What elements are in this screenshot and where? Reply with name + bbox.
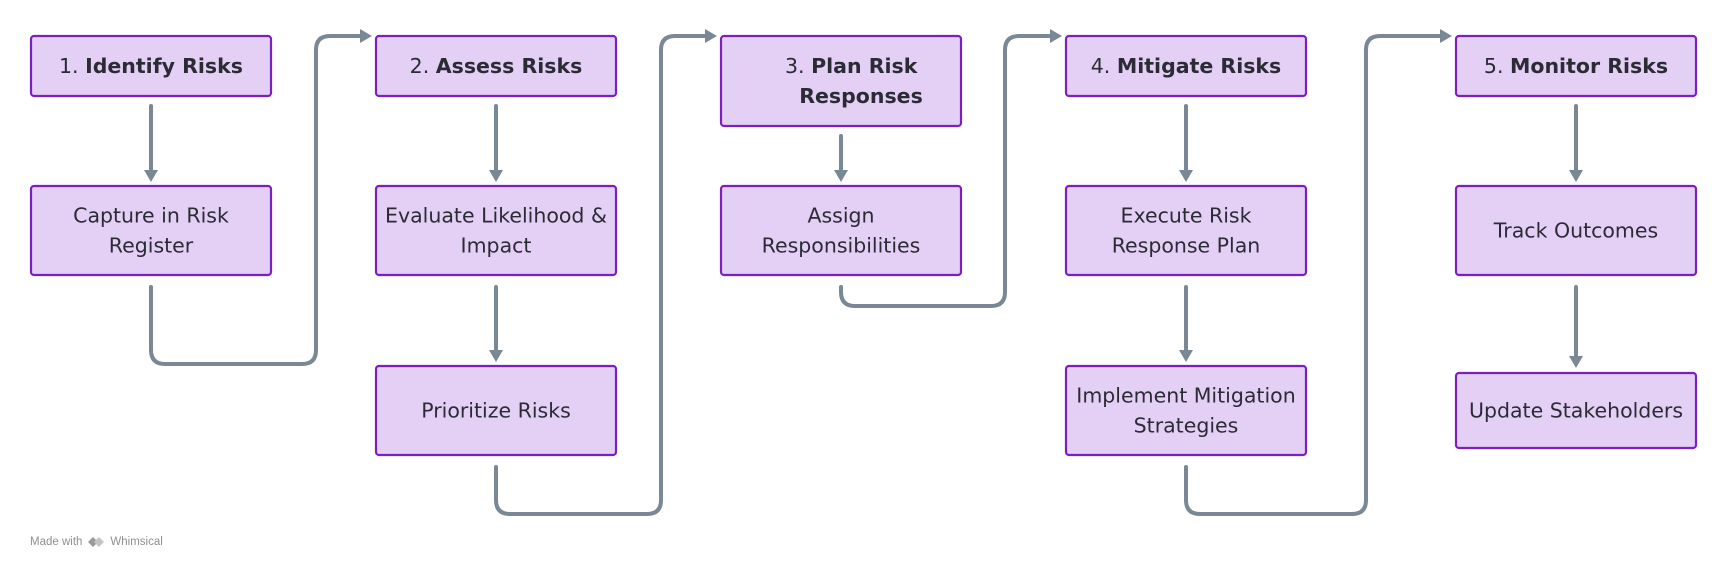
step-label: Plan Risk	[811, 54, 919, 78]
connector-mitigate-to-execute	[1179, 104, 1193, 182]
node-update[interactable]: Update Stakeholders	[1454, 371, 1698, 450]
arrowhead-icon	[834, 170, 848, 182]
made-with-label: Made with	[30, 536, 83, 548]
connector-capture-to-assess	[149, 29, 372, 366]
step-number: 5.	[1484, 54, 1510, 78]
node-label: Update Stakeholders	[1469, 399, 1683, 423]
connector-implement-to-monitor	[1184, 29, 1452, 516]
connector-monitor-to-track	[1569, 104, 1583, 182]
connector-execute-to-implement	[1179, 285, 1193, 362]
connector-evaluate-to-prioritize	[489, 285, 503, 362]
step-label: Mitigate Risks	[1117, 54, 1281, 78]
step-label: Monitor Risks	[1510, 54, 1668, 78]
node-mitigate[interactable]: 4. Mitigate Risks	[1064, 34, 1308, 98]
step-label: Identify Risks	[85, 54, 243, 78]
arrowhead-icon	[144, 170, 158, 182]
step-number: 1.	[59, 54, 85, 78]
arrowhead-icon	[1050, 29, 1062, 43]
node-title: 4. Mitigate Risks	[1091, 54, 1282, 78]
footer: Made with Whimsical	[30, 535, 163, 549]
arrowhead-icon	[360, 29, 372, 43]
connector-prioritize-to-plan	[494, 29, 717, 516]
arrowhead-icon	[489, 170, 503, 182]
arrowhead-icon	[1179, 350, 1193, 362]
node-label: Prioritize Risks	[421, 399, 571, 423]
node-track[interactable]: Track Outcomes	[1454, 184, 1698, 277]
node-title: 5. Monitor Risks	[1484, 54, 1668, 78]
arrowhead-icon	[1569, 356, 1583, 368]
node-evaluate[interactable]: Evaluate Likelihood &Impact	[374, 184, 618, 277]
node-title: 2. Assess Risks	[410, 54, 583, 78]
node-monitor[interactable]: 5. Monitor Risks	[1454, 34, 1698, 98]
connector-assess-to-evaluate	[489, 104, 503, 182]
step-number: 3.	[785, 54, 811, 78]
step-label: Assess Risks	[436, 54, 583, 78]
step-number: 4.	[1091, 54, 1117, 78]
node-title: 1. Identify Risks	[59, 54, 243, 78]
node-prioritize[interactable]: Prioritize Risks	[374, 364, 618, 457]
connectors	[144, 29, 1583, 516]
node-assess[interactable]: 2. Assess Risks	[374, 34, 618, 98]
connector-assign-to-mitigate	[839, 29, 1062, 308]
arrowhead-icon	[705, 29, 717, 43]
whimsical-brand-label: Whimsical	[110, 536, 163, 548]
connector-track-to-update	[1569, 285, 1583, 368]
whimsical-logo-icon	[88, 537, 105, 547]
arrowhead-icon	[489, 350, 503, 362]
node-label: Evaluate Likelihood &Impact	[385, 204, 607, 258]
arrowhead-icon	[1440, 29, 1452, 43]
step-number: 2.	[410, 54, 436, 78]
step-label-cont: Responses	[799, 84, 923, 108]
connector-identify-to-capture	[144, 104, 158, 182]
arrowhead-icon	[1569, 170, 1583, 182]
connector-plan-to-assign	[834, 134, 848, 182]
arrowhead-icon	[1179, 170, 1193, 182]
node-label: Track Outcomes	[1493, 219, 1658, 243]
node-identify[interactable]: 1. Identify Risks	[29, 34, 273, 98]
